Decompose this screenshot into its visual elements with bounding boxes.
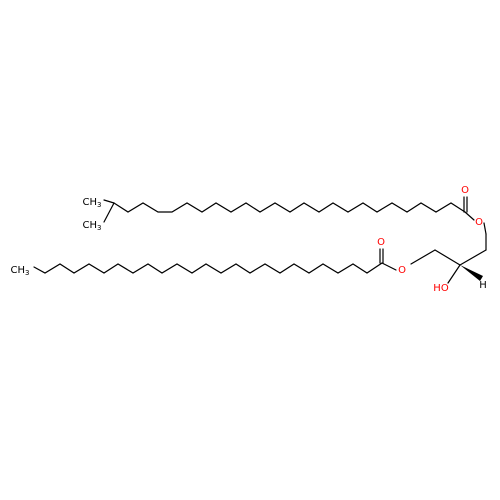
ch2-lower-to-o xyxy=(410,249,436,265)
atom-labels: CH3 CH3 CH3 O O O O HO H xyxy=(11,185,487,294)
upper-o-to-ch2-bond xyxy=(483,222,487,235)
upper-ester-bond xyxy=(464,211,475,221)
lower-chain-bonds xyxy=(33,262,383,274)
lower-acyl-chain xyxy=(33,248,397,274)
lower-ester-oxygen: O xyxy=(398,265,406,276)
cstereo-to-ch2-lower xyxy=(434,249,461,266)
upper-ester-oxygen: O xyxy=(475,217,483,228)
cstereo-to-oh xyxy=(447,264,461,284)
branch-bond-bottom xyxy=(103,202,115,223)
lower-ester-bond xyxy=(381,262,397,271)
lower-carbonyl-oxygen: O xyxy=(377,237,385,248)
stereo-hydrogen-label: H xyxy=(479,280,487,291)
glycerol-backbone xyxy=(410,233,487,284)
methyl-left-label: CH3 xyxy=(11,265,30,277)
upper-carbonyl-oxygen: O xyxy=(461,185,469,196)
methyl-top-label: CH3 xyxy=(83,197,102,209)
hydroxyl-label: HO xyxy=(433,283,449,294)
methyl-bottom-label: CH3 xyxy=(83,220,102,232)
cstereo-to-ch2-upper xyxy=(459,249,487,266)
upper-acyl-chain xyxy=(103,196,487,235)
stereo-wedge xyxy=(460,265,483,281)
upper-chain-bonds xyxy=(113,202,466,213)
branch-bond-top xyxy=(103,199,115,204)
